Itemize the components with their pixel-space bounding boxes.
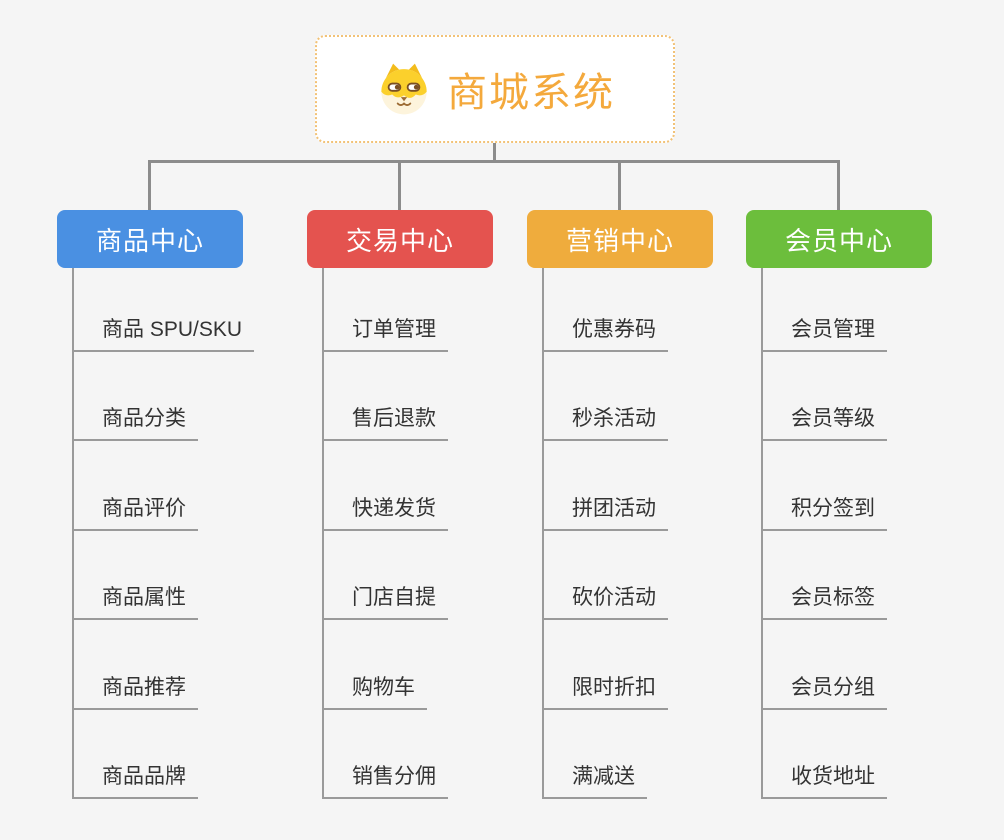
leaf-node[interactable]: 满减送 bbox=[542, 710, 647, 799]
leaf-node[interactable]: 限时折扣 bbox=[542, 620, 668, 710]
branch-label: 营销中心 bbox=[565, 225, 674, 256]
branch-trade: 交易中心 订单管理 售后退款 快递发货 门店自提 购物车 销售分佣 bbox=[307, 210, 527, 799]
leaf-node[interactable]: 秒杀活动 bbox=[542, 352, 668, 442]
root-label: 商城系统 bbox=[447, 71, 615, 115]
leaf-node[interactable]: 商品评价 bbox=[72, 441, 198, 531]
branch-products: 商品中心 商品 SPU/SKU 商品分类 商品评价 商品属性 商品推荐 商品品牌 bbox=[57, 210, 277, 799]
branch-node-trade[interactable]: 交易中心 bbox=[307, 210, 493, 268]
leaf-node[interactable]: 商品属性 bbox=[72, 531, 198, 621]
branch-leaves: 订单管理 售后退款 快递发货 门店自提 购物车 销售分佣 bbox=[322, 268, 527, 799]
branch-node-marketing[interactable]: 营销中心 bbox=[527, 210, 713, 268]
connector-drop-products bbox=[148, 160, 151, 211]
branch-members: 会员中心 会员管理 会员等级 积分签到 会员标签 会员分组 收货地址 bbox=[746, 210, 966, 799]
leaf-node[interactable]: 售后退款 bbox=[322, 352, 448, 442]
leaf-node[interactable]: 商品品牌 bbox=[72, 710, 198, 799]
leaf-node[interactable]: 商品分类 bbox=[72, 352, 198, 442]
connector-drop-members bbox=[837, 160, 840, 211]
connector-root-stub bbox=[493, 141, 496, 163]
leaf-node[interactable]: 收货地址 bbox=[761, 710, 887, 799]
leaf-node[interactable]: 商品推荐 bbox=[72, 620, 198, 710]
branch-spine-line bbox=[542, 268, 544, 799]
connector-bus bbox=[148, 160, 840, 163]
dog-face-icon bbox=[375, 60, 433, 118]
leaf-node[interactable]: 商品 SPU/SKU bbox=[72, 268, 255, 352]
branch-spine-line bbox=[72, 268, 74, 799]
branch-label: 会员中心 bbox=[784, 225, 893, 256]
leaf-node[interactable]: 会员标签 bbox=[761, 531, 887, 621]
branch-leaves: 商品 SPU/SKU 商品分类 商品评价 商品属性 商品推荐 商品品牌 bbox=[72, 268, 277, 799]
leaf-node[interactable]: 砍价活动 bbox=[542, 531, 668, 621]
connector-drop-trade bbox=[398, 160, 401, 211]
leaf-node[interactable]: 购物车 bbox=[322, 620, 427, 710]
branch-node-members[interactable]: 会员中心 bbox=[746, 210, 932, 268]
branch-label: 商品中心 bbox=[95, 225, 204, 256]
branch-leaves: 会员管理 会员等级 积分签到 会员标签 会员分组 收货地址 bbox=[761, 268, 966, 799]
connector-drop-marketing bbox=[618, 160, 621, 211]
branch-label: 交易中心 bbox=[345, 225, 454, 256]
leaf-node[interactable]: 门店自提 bbox=[322, 531, 448, 621]
leaf-node[interactable]: 拼团活动 bbox=[542, 441, 668, 531]
leaf-node[interactable]: 优惠券码 bbox=[542, 268, 668, 352]
leaf-node[interactable]: 会员分组 bbox=[761, 620, 887, 710]
branch-node-products[interactable]: 商品中心 bbox=[57, 210, 243, 268]
leaf-node[interactable]: 销售分佣 bbox=[322, 710, 448, 799]
leaf-node[interactable]: 会员等级 bbox=[761, 352, 887, 442]
leaf-node[interactable]: 积分签到 bbox=[761, 441, 887, 531]
root-node[interactable]: 商城系统 bbox=[315, 35, 675, 143]
branch-marketing: 营销中心 优惠券码 秒杀活动 拼团活动 砍价活动 限时折扣 满减送 bbox=[527, 210, 747, 799]
branch-spine-line bbox=[761, 268, 763, 799]
branch-spine-line bbox=[322, 268, 324, 799]
leaf-node[interactable]: 订单管理 bbox=[322, 268, 448, 352]
leaf-node[interactable]: 会员管理 bbox=[761, 268, 887, 352]
branch-leaves: 优惠券码 秒杀活动 拼团活动 砍价活动 限时折扣 满减送 bbox=[542, 268, 747, 799]
leaf-node[interactable]: 快递发货 bbox=[322, 441, 448, 531]
